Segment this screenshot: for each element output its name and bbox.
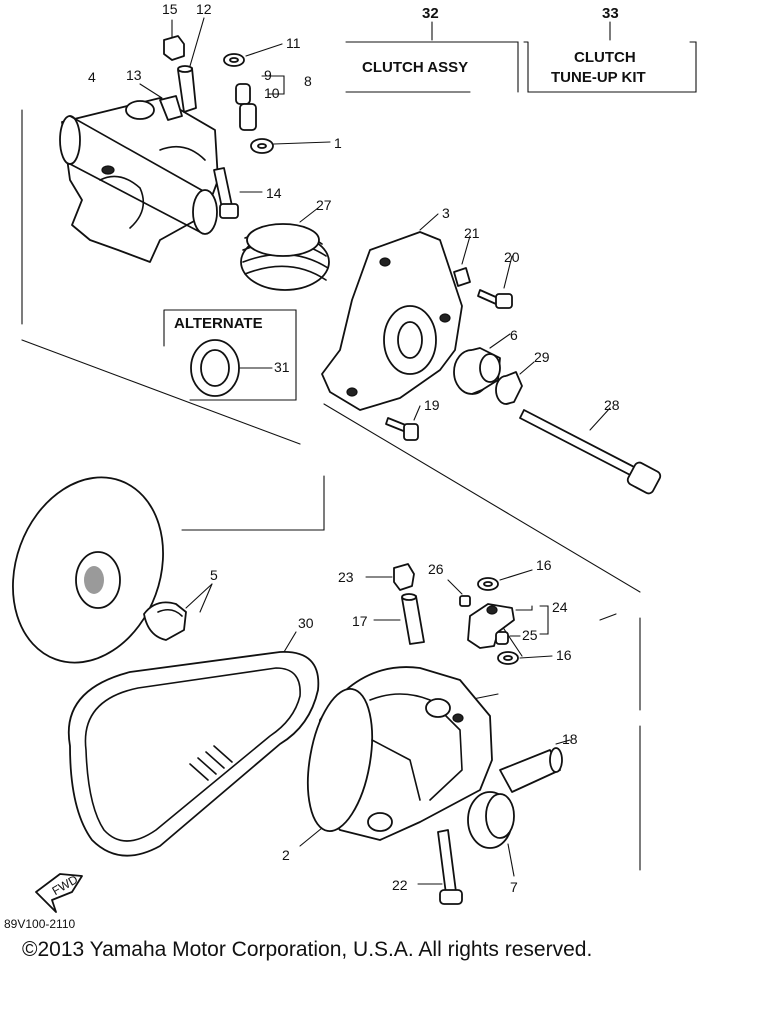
callout-17: 17 [352, 613, 368, 629]
part-6-bushing [453, 333, 511, 395]
alternate-box: ALTERNATE [163, 309, 297, 401]
part-5-bushing [143, 583, 213, 641]
callout-14: 14 [266, 185, 282, 201]
callout-31: 31 [274, 359, 290, 375]
callout-12: 12 [196, 1, 212, 17]
callout-7: 7 [510, 879, 518, 895]
callout-11: 11 [286, 35, 301, 51]
alternate-label: ALTERNATE [174, 315, 263, 332]
callout-19: 19 [424, 397, 440, 413]
part-4-spider [59, 97, 219, 263]
part-18-bushing [499, 739, 571, 793]
callout-9: 9 [264, 67, 272, 83]
part-21-insert [453, 235, 471, 287]
part-22-bolt [417, 829, 463, 905]
part-27-spring [240, 207, 330, 291]
callout-18: 18 [562, 731, 578, 747]
part-14-bolt [213, 167, 263, 219]
callout-6: 6 [510, 327, 518, 343]
clutch-tune-up-kit-box: CLUTCH TUNE-UP KIT [523, 41, 697, 93]
callout-27: 27 [316, 197, 332, 213]
fixed-sheave [12, 476, 164, 664]
tune-up-label-line1: CLUTCH [574, 49, 636, 66]
callout-28: 28 [604, 397, 620, 413]
callout-25: 25 [522, 627, 538, 643]
callout-20: 20 [504, 249, 520, 265]
callout-16-upper: 16 [536, 557, 552, 573]
part-15-nut [163, 19, 185, 61]
part-30-drive-belt [67, 631, 320, 857]
diagram-code: 89V100-2110 [4, 917, 76, 931]
copyright-notice: ©2013 Yamaha Motor Corporation, U.S.A. A… [22, 938, 593, 961]
part-23-nut [365, 563, 415, 591]
part-3-cover [321, 213, 463, 411]
clutch-assy-label: CLUTCH ASSY [362, 59, 468, 76]
part-12-pin [177, 17, 205, 113]
tune-up-label-line2: TUNE-UP KIT [551, 69, 646, 86]
part-8-roller-set [235, 75, 285, 131]
fwd-arrow-icon: FWD [35, 872, 83, 913]
callout-4: 4 [88, 69, 96, 85]
callout-16-lower: 16 [556, 647, 572, 663]
part-25-roller [495, 631, 521, 645]
part-13-pin [139, 83, 183, 121]
part-11-washer [223, 43, 283, 67]
callout-29: 29 [534, 349, 550, 365]
header-col-32: 32 [422, 5, 439, 22]
callout-15: 15 [162, 1, 178, 17]
callout-8: 8 [304, 73, 312, 89]
part-16-washer-lower [497, 651, 553, 665]
header-col-33: 33 [602, 5, 619, 22]
callout-26: 26 [428, 561, 444, 577]
callout-5: 5 [210, 567, 218, 583]
callout-23: 23 [338, 569, 354, 585]
callout-13: 13 [126, 67, 142, 83]
part-28-long-bolt [519, 407, 662, 495]
part-1-washer [250, 138, 331, 154]
callout-30: 30 [298, 615, 314, 631]
part-7-ring [467, 791, 515, 877]
part-16-washer-upper [477, 569, 533, 591]
callout-22: 22 [392, 877, 408, 893]
part-2-moving-sheave [299, 666, 493, 847]
callout-24: 24 [552, 599, 568, 615]
part-19-bolt [385, 405, 421, 441]
callout-3: 3 [442, 205, 450, 221]
part-20-bolt [477, 255, 513, 309]
part-26-pin [447, 579, 471, 607]
clutch-assy-box: CLUTCH ASSY [345, 41, 519, 93]
part-29-collar [495, 361, 535, 405]
part-17-pin [373, 593, 425, 645]
callout-2: 2 [282, 847, 290, 863]
callout-10: 10 [264, 85, 280, 101]
callout-1: 1 [334, 135, 342, 151]
callout-21: 21 [464, 225, 480, 241]
